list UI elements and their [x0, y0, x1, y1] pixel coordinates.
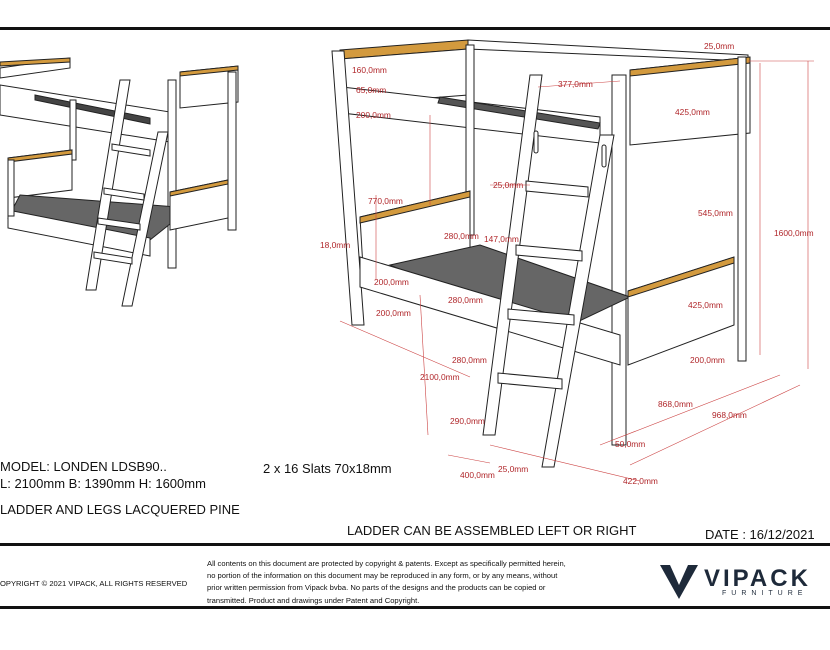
finish-label: LADDER AND LEGS LACQUERED PINE	[0, 502, 240, 517]
dim-18: 18,0mm	[320, 240, 350, 250]
dim-280-b: 280,0mm	[448, 295, 483, 305]
slats-label: 2 x 16 Slats 70x18mm	[263, 461, 392, 476]
date-label: DATE : 16/12/2021	[705, 527, 815, 542]
bottom-border	[0, 606, 830, 609]
small-bunk-bed-drawing	[0, 57, 239, 307]
dim-280-c: 280,0mm	[452, 355, 487, 365]
main-bunk-bed-drawing: 25,0mm 377,0mm 160,0mm 65,0mm 200,0mm 42…	[320, 39, 814, 486]
dim-545: 545,0mm	[698, 208, 733, 218]
dim-868: 868,0mm	[658, 399, 693, 409]
dim-2100: 2100,0mm	[420, 372, 460, 382]
dim-200-d: 200,0mm	[690, 355, 725, 365]
legal-line: All contents on this document are protec…	[207, 559, 566, 568]
mid-border	[0, 543, 830, 546]
dim-50: 50,0mm	[615, 439, 645, 449]
dim-200-c: 200,0mm	[376, 308, 411, 318]
dim-377: 377,0mm	[558, 79, 593, 89]
dim-25-mid: 25,0mm	[493, 180, 523, 190]
legal-line: prior written permission from Vipack bvb…	[207, 583, 546, 593]
dim-1600: 1600,0mm	[774, 228, 814, 238]
dim-160: 160,0mm	[352, 65, 387, 75]
brand-name: VIPACK	[704, 565, 811, 592]
dim-25-top: 25,0mm	[704, 41, 734, 51]
dim-425-lower: 425,0mm	[688, 300, 723, 310]
dim-280-a: 280,0mm	[444, 231, 479, 241]
dim-290: 290,0mm	[450, 416, 485, 426]
legal-line: no portion of the information on this do…	[207, 571, 558, 581]
dim-400: 400,0mm	[460, 470, 495, 480]
model-label: MODEL: LONDEN LDSB90..	[0, 459, 167, 474]
legal-line: transmitted. Product and drawings under …	[207, 595, 420, 605]
ladder-note: LADDER CAN BE ASSEMBLED LEFT OR RIGHT	[347, 523, 637, 538]
dim-200-upper: 200,0mm	[356, 110, 391, 120]
top-border	[0, 27, 830, 30]
dim-200-b: 200,0mm	[374, 277, 409, 287]
legal-notice: All contents on this document are protec…	[207, 558, 607, 607]
dim-25-bottom: 25,0mm	[498, 464, 528, 474]
dim-422: 422,0mm	[623, 476, 658, 486]
dimensions-label: L: 2100mm B: 1390mm H: 1600mm	[0, 476, 206, 491]
dim-770: 770,0mm	[368, 196, 403, 206]
vipack-logo: VIPACK FURNITURE	[660, 563, 825, 603]
dim-425-upper: 425,0mm	[675, 107, 710, 117]
dim-968: 968,0mm	[712, 410, 747, 420]
vipack-logo-mark-icon	[660, 565, 698, 599]
dim-65: 65,0mm	[356, 85, 386, 95]
brand-sub: FURNITURE	[722, 590, 808, 597]
dim-147: 147,0mm	[484, 234, 519, 244]
copyright-notice: OPYRIGHT © 2021 VIPACK, ALL RIGHTS RESER…	[0, 579, 188, 588]
